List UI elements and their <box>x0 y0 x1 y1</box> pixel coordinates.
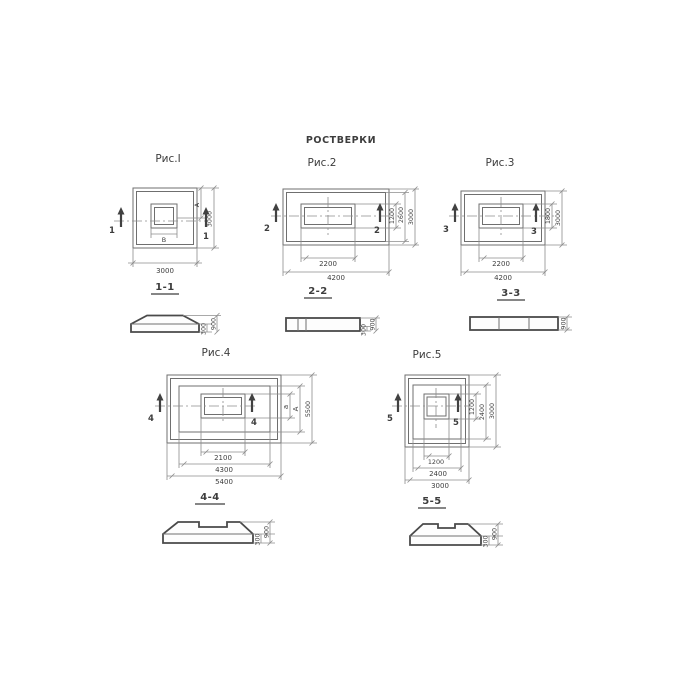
fig5-dim-right-1: 1200 <box>468 399 476 415</box>
fig3-caption: Рис.3 <box>486 157 515 169</box>
figure-4: Рис.4 4 4 а А 5500 2100 4300 <box>148 347 317 546</box>
fig4-dim-bottom-3: 5400 <box>215 478 233 486</box>
fig5-cut-label-left: 5 <box>387 414 393 424</box>
fig5-dim-right-2: 2400 <box>478 404 486 420</box>
fig1-dim-right: 3000 <box>206 211 214 227</box>
fig3-section-dim-total: 900 <box>560 317 568 329</box>
fig1-section-dim-slab: 300 <box>200 323 208 335</box>
fig2-plan-linework <box>271 186 419 276</box>
fig1-dim-inner-width: В <box>162 236 166 244</box>
fig3-section-caption: 3-3 <box>501 288 521 299</box>
drawing-title: РОСТВЕРКИ <box>306 135 376 146</box>
fig3-dim-right-1: 1800 <box>544 208 552 224</box>
fig4-caption: Рис.4 <box>202 347 231 359</box>
fig1-caption: Рис.I <box>155 153 180 165</box>
fig5-section-caption: 5-5 <box>422 496 442 507</box>
fig1-cut-label-right: 1 <box>203 232 209 242</box>
fig1-section-linework <box>130 293 221 335</box>
fig3-section-linework <box>469 299 572 333</box>
fig3-dim-bottom-1: 2200 <box>492 260 510 268</box>
fig4-section-caption: 4-4 <box>200 492 220 503</box>
figure-3: Рис.3 3 3 1800 3000 2200 4200 3-3 <box>443 157 572 333</box>
fig2-dim-bottom-1: 2200 <box>319 260 337 268</box>
fig1-section-caption: 1-1 <box>155 282 175 293</box>
fig2-cut-label-left: 2 <box>264 224 270 234</box>
fig1-plan-linework <box>114 185 219 267</box>
fig5-section-dim-slab: 300 <box>482 535 490 547</box>
fig4-dim-right-1: а <box>282 405 290 409</box>
fig5-plan-linework <box>392 372 501 484</box>
fig5-dim-bottom-1: 1200 <box>428 458 444 466</box>
fig2-cut-label-right: 2 <box>374 226 380 236</box>
fig4-cut-label-left: 4 <box>148 414 154 424</box>
fig4-section-linework <box>162 503 275 546</box>
fig2-section-caption: 2-2 <box>308 286 328 297</box>
fig3-dim-bottom-2: 4200 <box>494 274 512 282</box>
fig5-section-linework <box>409 507 503 548</box>
fig5-cut-label-right: 5 <box>453 418 459 428</box>
fig4-section-dim-slab: 300 <box>254 533 262 545</box>
fig1-section-dim-total: 900 <box>210 318 218 330</box>
fig2-caption: Рис.2 <box>308 157 337 169</box>
fig3-cut-label-left: 3 <box>443 225 449 235</box>
fig4-cut-label-right: 4 <box>251 418 257 428</box>
fig3-plan-linework <box>449 188 567 276</box>
fig4-plan-linework <box>155 372 317 480</box>
fig2-dim-right-2: 2600 <box>397 207 405 223</box>
fig5-dim-bottom-3: 3000 <box>431 482 449 490</box>
fig4-dim-right-3: 5500 <box>304 401 312 417</box>
fig1-dim-bottom: 3000 <box>156 267 174 275</box>
fig5-caption: Рис.5 <box>413 349 442 361</box>
figure-5: Рис.5 5 5 1200 2400 3000 1200 <box>387 349 503 548</box>
figure-2: Рис.2 2 2 1200 2600 3000 2200 4200 2-2 <box>264 157 419 336</box>
fig1-cut-label-left: 1 <box>109 226 115 236</box>
fig2-dim-bottom-2: 4200 <box>327 274 345 282</box>
fig4-dim-bottom-2: 4300 <box>215 466 233 474</box>
fig2-dim-right-1: 1200 <box>388 208 396 224</box>
fig5-dim-right-3: 3000 <box>488 403 496 419</box>
fig2-section-dim-total: 900 <box>369 318 377 330</box>
figure-1: Рис.I 1 1 В А 3000 3000 1-1 <box>109 153 221 335</box>
fig1-dim-inner-height: А <box>193 202 201 207</box>
fig2-section-dim-slab: 300 <box>360 324 368 336</box>
fig3-dim-right-2: 3000 <box>554 210 562 226</box>
fig4-dim-right-2: А <box>292 406 300 411</box>
fig4-section-dim-total: 900 <box>263 526 271 538</box>
fig2-dim-right-3: 3000 <box>407 209 415 225</box>
fig5-section-dim-total: 900 <box>491 528 499 540</box>
fig5-dim-bottom-2: 2400 <box>429 470 447 478</box>
fig4-dim-bottom-1: 2100 <box>214 454 232 462</box>
fig3-cut-label-right: 3 <box>531 227 537 237</box>
fig2-section-linework <box>285 297 380 334</box>
